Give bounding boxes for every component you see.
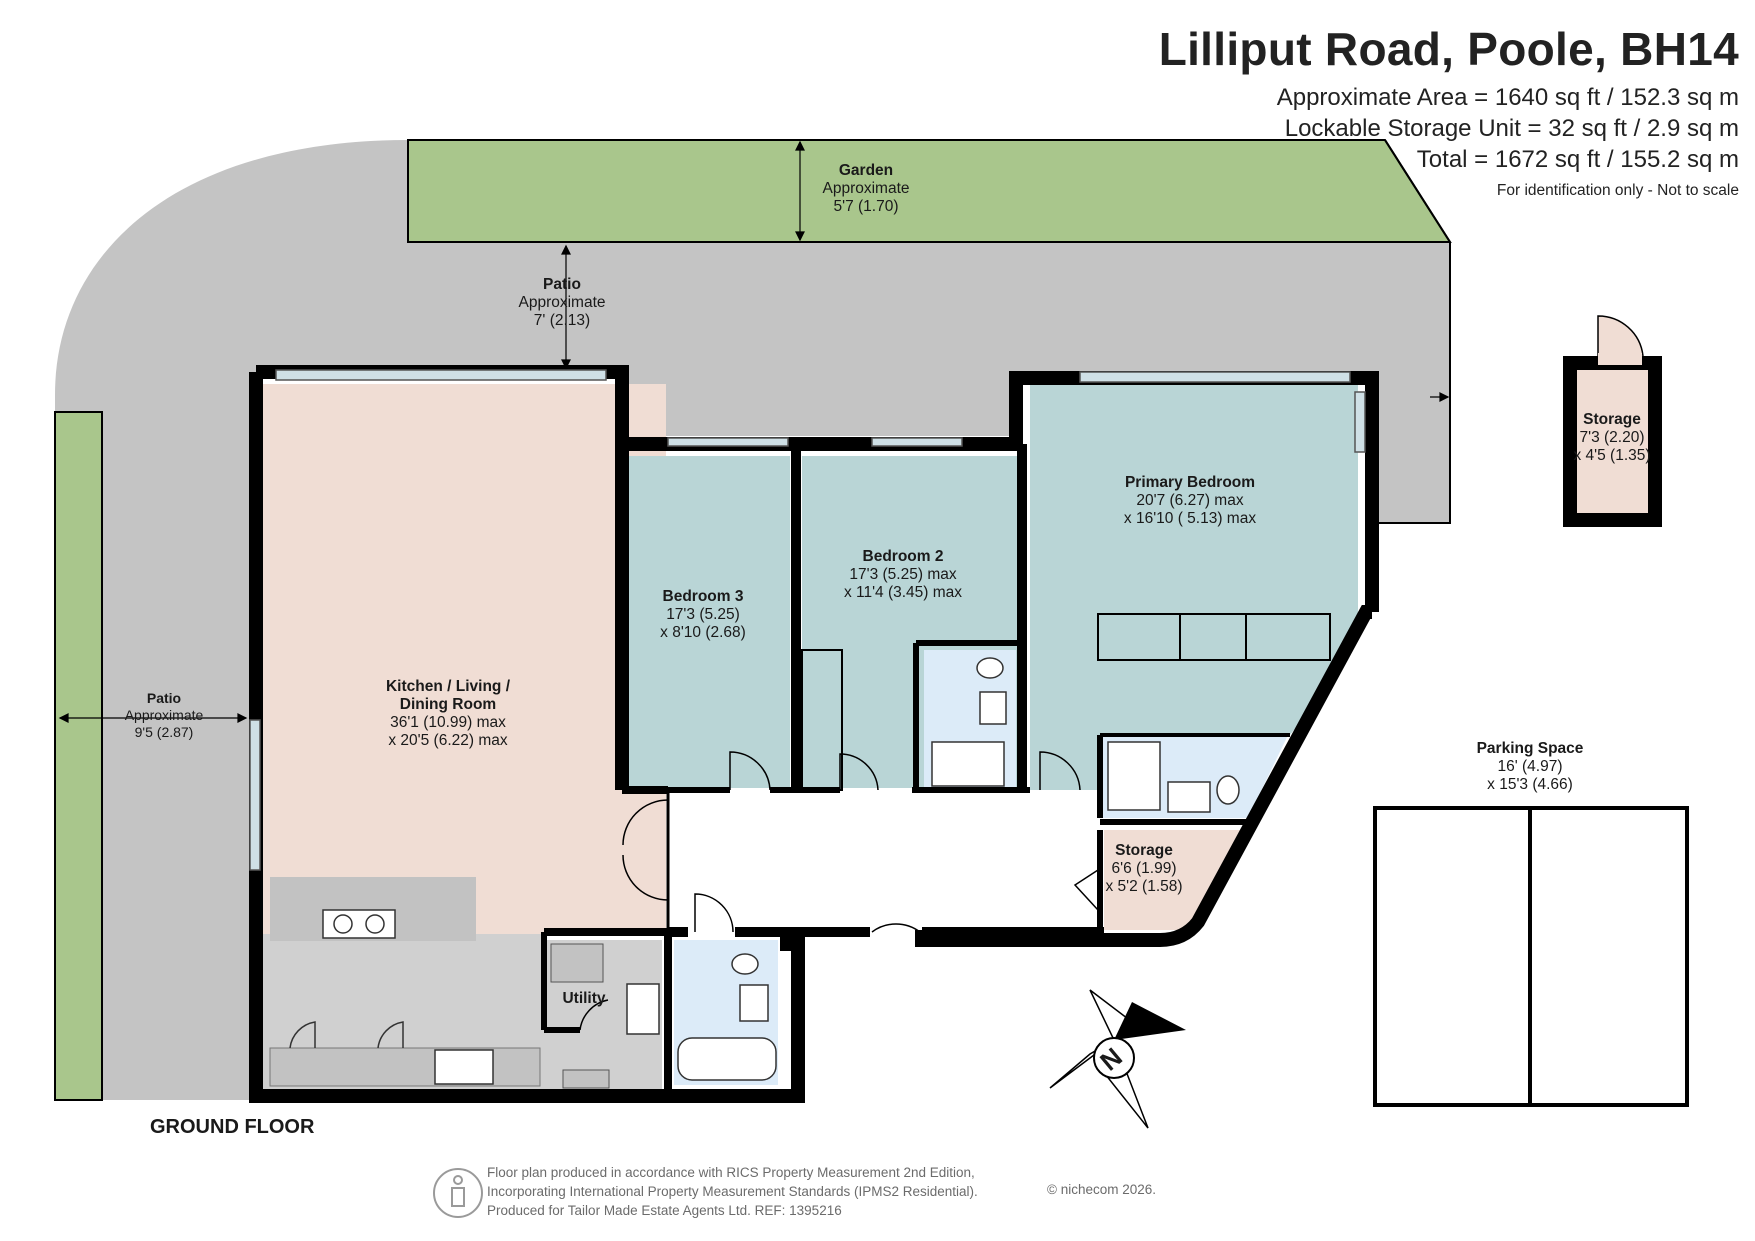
sink — [434, 1049, 494, 1085]
bedroom3-floor — [622, 456, 790, 788]
garden-area-top — [407, 139, 1452, 243]
utility-label: Utility — [562, 990, 606, 1007]
area-line: Approximate Area = 1640 sq ft / 152.3 sq… — [1276, 84, 1739, 111]
page-title: Lilliput Road, Poole, BH14 — [1158, 23, 1739, 75]
storage-hall-floor — [1104, 830, 1240, 930]
primary-bedroom-label: Primary Bedroom 20'7 (6.27) max x 16'10 … — [1123, 474, 1257, 527]
hob — [322, 909, 396, 939]
windows — [249, 369, 1366, 871]
footer-text: Floor plan produced in accordance with R… — [487, 1165, 978, 1218]
garden-area-left — [54, 411, 103, 1101]
compass — [1049, 989, 1186, 1129]
total-line: Total = 1672 sq ft / 155.2 sq m — [1416, 146, 1739, 173]
parking-label: Parking Space 16' (4.97) x 15'3 (4.66) — [1476, 740, 1584, 793]
storage-line: Lockable Storage Unit = 32 sq ft / 2.9 s… — [1284, 115, 1739, 142]
bedroom2-label: Bedroom 2 17'3 (5.25) max x 11'4 (3.45) … — [843, 548, 963, 601]
rics-icon — [433, 1168, 483, 1218]
patio-top-label: Patio Approximate 7' (2.13) — [518, 276, 606, 329]
floor-label: GROUND FLOOR — [150, 1116, 315, 1138]
kitchen-living-floor — [262, 384, 666, 934]
patio-left-label: Patio Approximate 9'5 (2.87) — [124, 690, 204, 740]
garden-label: Garden Approximate 5'7 (1.70) — [822, 162, 910, 215]
scale-note: For identification only - Not to scale — [1496, 182, 1739, 199]
storage-hall-label: Storage 6'6 (1.99) x 5'2 (1.58) — [1105, 842, 1183, 895]
kitchen-back-counter — [269, 1047, 541, 1087]
bedroom3-label: Bedroom 3 17'3 (5.25) x 8'10 (2.68) — [660, 588, 746, 641]
walls — [249, 365, 1379, 1103]
kitchen-label: Kitchen / Living / Dining Room 36'1 (10.… — [385, 678, 511, 749]
doors — [579, 751, 1099, 1031]
copyright: © nichecom 2026. — [1047, 1182, 1157, 1197]
storage-unit-label: Storage 7'3 (2.20) x 4'5 (1.35) — [1573, 411, 1651, 464]
primary-bedroom-floor — [1030, 384, 1368, 790]
